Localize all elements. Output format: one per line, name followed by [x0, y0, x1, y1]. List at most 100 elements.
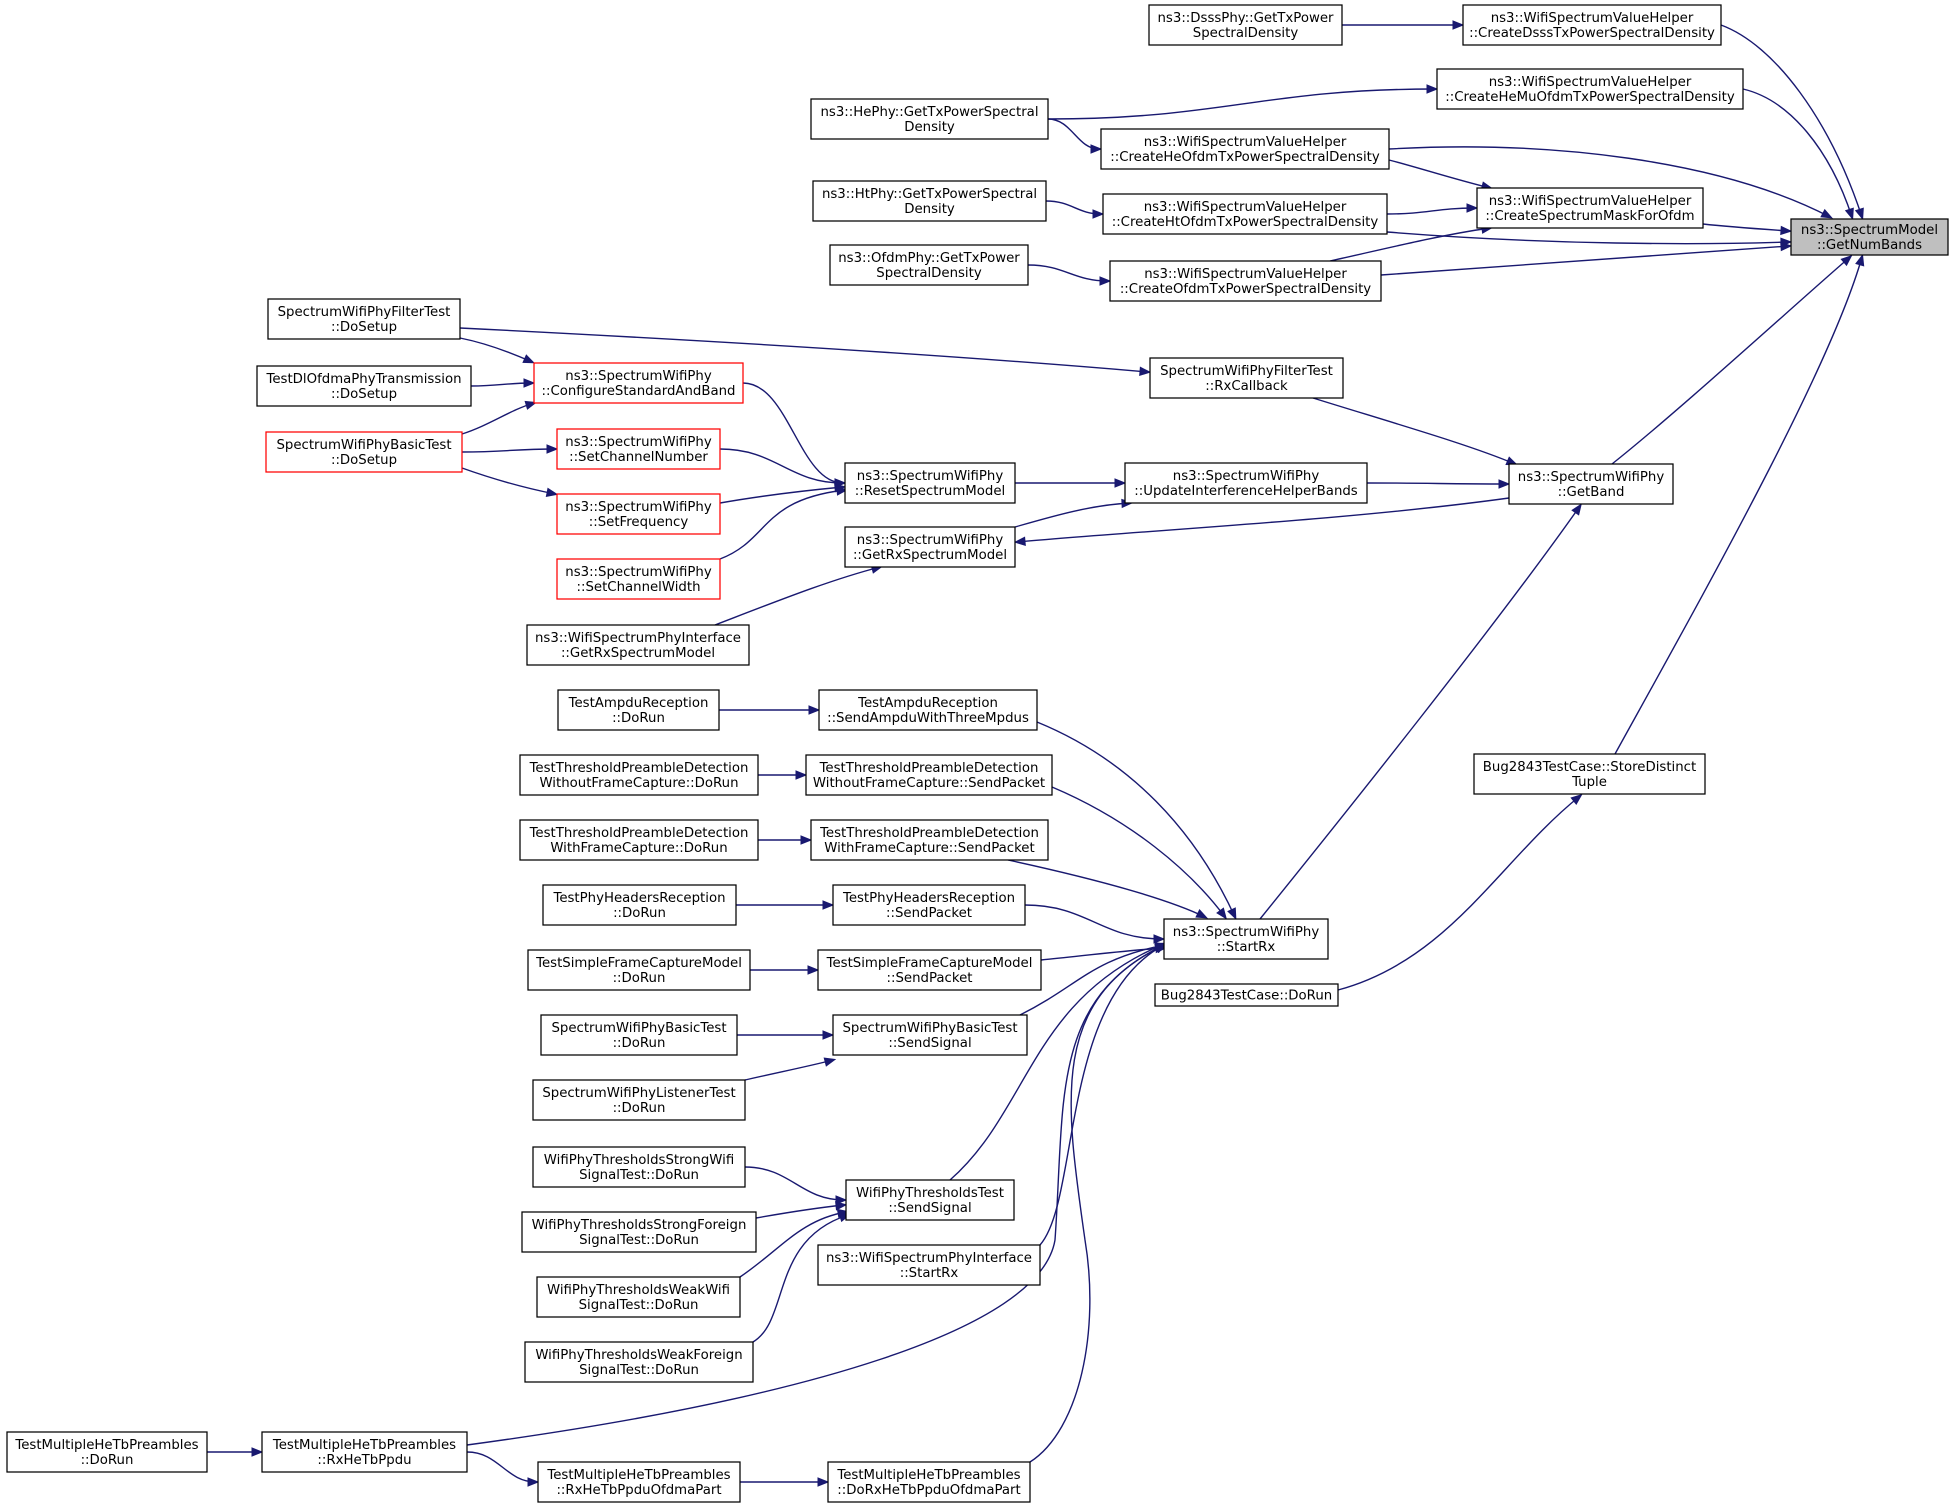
node-wifi-spectrum-phy-interface-start-rx[interactable]: ns3::WifiSpectrumPhyInterface::StartRx [817, 1244, 1041, 1286]
node-label-line: ns3::WifiSpectrumValueHelper [1144, 267, 1347, 282]
node-test-simple-frame-capture-send-packet[interactable]: TestSimpleFrameCaptureModel::SendPacket [817, 949, 1042, 991]
edge-arrowhead [795, 770, 808, 780]
node-label-line: ::StartRx [900, 1266, 959, 1281]
node-create-ofdm-tx-power-spectral-density[interactable]: ns3::WifiSpectrumValueHelper::CreateOfdm… [1109, 260, 1382, 302]
node-threshold-preamble-without-capture-send-packet[interactable]: TestThresholdPreambleDetectionWithoutFra… [805, 754, 1053, 796]
node-update-interference-helper-bands[interactable]: ns3::SpectrumWifiPhy::UpdateInterference… [1124, 462, 1368, 504]
edge-arrowhead [1139, 366, 1152, 376]
node-configure-standard-and-band[interactable]: ns3::SpectrumWifiPhy::ConfigureStandardA… [533, 362, 744, 404]
node-reset-spectrum-model[interactable]: ns3::SpectrumWifiPhy::ResetSpectrumModel [844, 462, 1016, 504]
edge-wo_send-to-startrx [1051, 786, 1227, 920]
edge-arrowhead [1780, 225, 1793, 236]
edge-line [1047, 88, 1436, 120]
node-label-line: ns3::SpectrumWifiPhy [565, 500, 712, 515]
node-get-rx-spectrum-model[interactable]: ns3::SpectrumWifiPhy::GetRxSpectrumModel [844, 526, 1016, 568]
node-threshold-preamble-without-capture-do-run[interactable]: TestThresholdPreambleDetectionWithoutFra… [519, 754, 759, 796]
node-test-multiple-he-tb-preambles-do-rx-ofdma-part[interactable]: TestMultipleHeTbPreambles::DoRxHeTbPpduO… [827, 1461, 1031, 1503]
edge-mhe_dorun-to-mhe_rx [206, 1447, 264, 1457]
node-test-ampdu-reception-do-run[interactable]: TestAmpduReception::DoRun [557, 689, 720, 731]
edges-layer [206, 20, 1865, 1487]
node-thresholds-weak-wifi-do-run[interactable]: WifiPhyThresholdsWeakWifiSignalTest::DoR… [536, 1276, 741, 1318]
node-threshold-preamble-with-capture-do-run[interactable]: TestThresholdPreambleDetectionWithFrameC… [519, 819, 759, 861]
node-box [524, 1341, 754, 1383]
edge-line [1720, 24, 1863, 218]
edge-arrowhead [822, 900, 835, 910]
node-test-multiple-he-tb-preambles-do-run[interactable]: TestMultipleHeTbPreambles::DoRun [6, 1431, 208, 1473]
node-spectrum-model-get-num-bands[interactable]: ns3::SpectrumModel::GetNumBands [1790, 218, 1949, 256]
node-spectrum-wifi-phy-basic-test-send-signal[interactable]: SpectrumWifiPhyBasicTest::SendSignal [832, 1014, 1028, 1056]
node-box [256, 365, 472, 407]
node-threshold-preamble-with-capture-send-packet[interactable]: TestThresholdPreambleDetectionWithFrameC… [810, 819, 1049, 861]
node-spectrum-wifi-phy-start-rx[interactable]: ns3::SpectrumWifiPhy::StartRx [1163, 918, 1329, 960]
edge-arrowhead [808, 705, 821, 715]
node-test-phy-headers-reception-send-packet[interactable]: TestPhyHeadersReception::SendPacket [832, 884, 1026, 926]
edge-arrowhead [1452, 20, 1465, 30]
node-label-line: TestSimpleFrameCaptureModel [535, 956, 742, 971]
edge-line [1016, 497, 1510, 543]
edge-create_dsss-to-getnumbands [1720, 24, 1864, 221]
node-spectrum-wifi-phy-filter-test-do-setup[interactable]: SpectrumWifiPhyFilterTest::DoSetup [267, 298, 461, 340]
node-spectrum-wifi-phy-filter-test-rx-callback[interactable]: SpectrumWifiPhyFilterTest::RxCallback [1149, 357, 1344, 399]
node-spectrum-wifi-phy-basic-test-do-setup[interactable]: SpectrumWifiPhyBasicTest::DoSetup [265, 431, 463, 473]
node-label-line: TestPhyHeadersReception [842, 891, 1015, 906]
edge-dlofdma_setup-to-configure [470, 378, 536, 388]
edge-strongwifi-to-thr_send [744, 1166, 848, 1205]
node-test-simple-frame-capture-do-run[interactable]: TestSimpleFrameCaptureModel::DoRun [527, 949, 751, 991]
node-set-channel-number[interactable]: ns3::SpectrumWifiPhy::SetChannelNumber [556, 428, 721, 470]
node-label-line: ::SetChannelWidth [576, 580, 700, 595]
node-test-dl-ofdma-phy-transmission-do-setup[interactable]: TestDlOfdmaPhyTransmission::DoSetup [256, 365, 472, 407]
node-create-dsss-tx-power-spectral-density[interactable]: ns3::WifiSpectrumValueHelper::CreateDsss… [1462, 4, 1722, 46]
node-label-line: ns3::WifiSpectrumPhyInterface [826, 1251, 1032, 1266]
node-test-phy-headers-reception-do-run[interactable]: TestPhyHeadersReception::DoRun [542, 884, 737, 926]
node-set-channel-width[interactable]: ns3::SpectrumWifiPhy::SetChannelWidth [556, 558, 721, 600]
node-thresholds-strong-foreign-do-run[interactable]: WifiPhyThresholdsStrongForeignSignalTest… [521, 1211, 757, 1253]
node-label-line: TestThresholdPreambleDetection [529, 826, 749, 841]
node-create-spectrum-mask-for-ofdm[interactable]: ns3::WifiSpectrumValueHelper::CreateSpec… [1476, 187, 1704, 229]
edge-basic_setup-to-setfrequency [461, 467, 559, 497]
node-label-line: ::RxCallback [1205, 379, 1288, 394]
edge-w_dorun-to-w_send [757, 835, 813, 845]
node-label-line: ns3::SpectrumWifiPhy [1518, 470, 1665, 485]
edge-create_mask-to-getnumbands [1702, 223, 1793, 236]
node-label-line: ::CreateOfdmTxPowerSpectralDensity [1120, 282, 1371, 297]
edge-w_send-to-startrx [1007, 859, 1209, 919]
node-box [817, 1244, 1041, 1286]
node-test-multiple-he-tb-preambles-rx-he-tb-ppdu[interactable]: TestMultipleHeTbPreambles::RxHeTbPpdu [261, 1431, 468, 1473]
node-label-line: SignalTest::DoRun [579, 1233, 699, 1248]
edge-line [1051, 786, 1226, 918]
node-wifi-phy-thresholds-test-send-signal[interactable]: WifiPhyThresholdsTest::SendSignal [845, 1179, 1015, 1221]
node-label-line: TestDlOfdmaPhyTransmission [265, 372, 461, 387]
edge-line [1047, 118, 1100, 150]
node-label-line: ns3::WifiSpectrumValueHelper [1491, 11, 1694, 26]
node-test-ampdu-reception-send-ampdu[interactable]: TestAmpduReception::SendAmpduWithThreeMp… [818, 689, 1038, 731]
node-label-line: ns3::WifiSpectrumValueHelper [1489, 194, 1692, 209]
node-spectrum-wifi-phy-basic-test-do-run[interactable]: SpectrumWifiPhyBasicTest::DoRun [540, 1014, 738, 1056]
node-spectrum-wifi-phy-listener-test-do-run[interactable]: SpectrumWifiPhyListenerTest::DoRun [532, 1079, 746, 1121]
node-set-frequency[interactable]: ns3::SpectrumWifiPhy::SetFrequency [556, 493, 721, 535]
node-spectrum-wifi-phy-get-band[interactable]: ns3::SpectrumWifiPhy::GetBand [1508, 463, 1674, 505]
node-create-he-ofdm-tx-power-spectral-density[interactable]: ns3::WifiSpectrumValueHelper::CreateHeOf… [1100, 128, 1390, 170]
node-label-line: ::SendSignal [888, 1201, 971, 1216]
node-label-line: ::DoRun [81, 1453, 134, 1468]
node-wifi-spectrum-phy-interface-get-rx-spectrum-model[interactable]: ns3::WifiSpectrumPhyInterface::GetRxSpec… [526, 624, 750, 666]
edge-arrowhead [1114, 478, 1127, 488]
node-thresholds-weak-foreign-do-run[interactable]: WifiPhyThresholdsWeakForeignSignalTest::… [524, 1341, 754, 1383]
node-bug2843-do-run[interactable]: Bug2843TestCase::DoRun [1154, 983, 1339, 1007]
node-test-multiple-he-tb-preambles-rx-ofdma-part[interactable]: TestMultipleHeTbPreambles::RxHeTbPpduOfd… [537, 1461, 741, 1503]
node-label-line: ::CreateHeOfdmTxPowerSpectralDensity [1110, 150, 1380, 165]
node-create-ht-ofdm-tx-power-spectral-density[interactable]: ns3::WifiSpectrumValueHelper::CreateHtOf… [1102, 193, 1388, 235]
node-create-he-mu-ofdm-tx-power-spectral-density[interactable]: ns3::WifiSpectrumValueHelper::CreateHeMu… [1436, 68, 1744, 110]
edge-strongforeign-to-thr_send [755, 1201, 848, 1219]
edge-line [744, 1166, 845, 1201]
node-box [521, 1211, 757, 1253]
node-label-line: ::UpdateInterferenceHelperBands [1134, 484, 1358, 499]
edge-line [1386, 207, 1476, 215]
node-label-line: ::CreateHeMuOfdmTxPowerSpectralDensity [1445, 90, 1735, 105]
node-thresholds-strong-wifi-do-run[interactable]: WifiPhyThresholdsStrongWifiSignalTest::D… [532, 1146, 746, 1188]
edge-listener_dorun-to-basic_send [744, 1057, 837, 1081]
